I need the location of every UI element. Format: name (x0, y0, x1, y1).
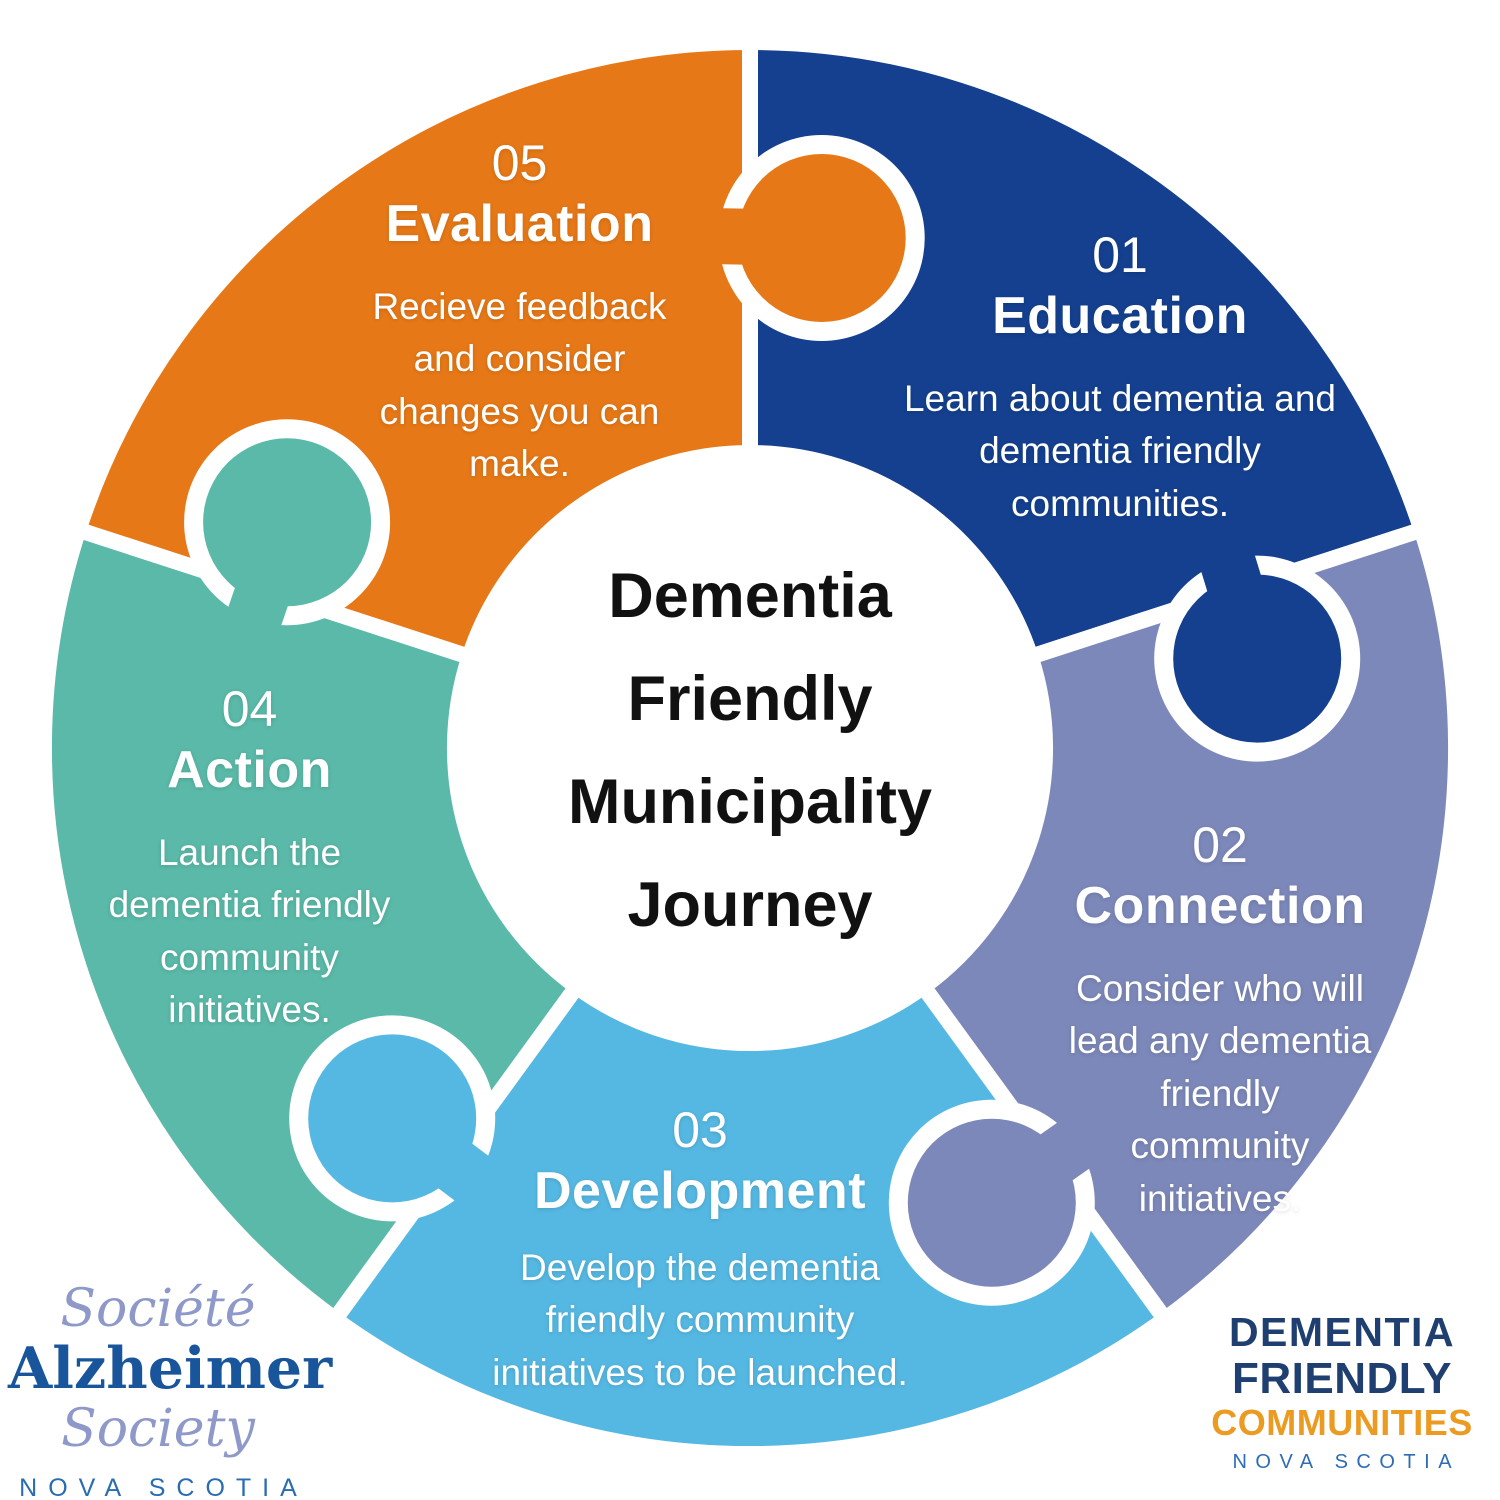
diagram-title-line-4: Journey (627, 870, 873, 940)
center-circle (449, 447, 1051, 1049)
segment-title-connection: Connection (1074, 877, 1366, 935)
segment-description-evaluation: Recieve feedback and consider changes yo… (372, 285, 667, 485)
knob-connection (907, 1118, 1076, 1287)
logo-dementia-text: DEMENTIA (1228, 1309, 1456, 1355)
segment-label-evaluation: 05 Evaluation Recieve feedback and consi… (322, 136, 717, 491)
logo-nova-scotia-left-text: NOVA SCOTIA (19, 1474, 308, 1500)
knob-action (203, 438, 372, 607)
segment-title-action: Action (167, 741, 332, 799)
logo-alzheimer-text: Alzheimer (8, 1335, 333, 1403)
segment-number-education: 01 (1092, 227, 1148, 283)
segment-number-action: 04 (221, 681, 278, 737)
dementia-friendly-communities-logo: DEMENTIA FRIENDLY COMMUNITIES NOVA SCOTI… (1206, 1309, 1478, 1474)
logo-nova-scotia-right-text: NOVA SCOTIA (1232, 1451, 1461, 1474)
knob-education (1173, 574, 1342, 743)
segment-description-education: Learn about dementia and dementia friend… (903, 377, 1336, 524)
logo-communities-text: COMMUNITIES (1211, 1402, 1473, 1444)
logo-societe-text: Société (60, 1279, 256, 1339)
segment-label-action: 04 Action Launch the dementia friendly c… (62, 682, 437, 1037)
segment-description-connection: Consider who will lead any dementia frie… (1068, 967, 1372, 1219)
segment-label-development: 03 Development Develop the dementia frie… (465, 1103, 935, 1399)
segment-title-evaluation: Evaluation (385, 195, 654, 253)
diagram-title-line-2: Friendly (627, 664, 873, 734)
segment-number-development: 03 (672, 1102, 728, 1158)
segment-title-education: Education (992, 287, 1248, 345)
logo-friendly-text: FRIENDLY (1232, 1353, 1452, 1403)
diagram-title-line-1: Dementia (608, 561, 892, 631)
segment-label-education: 01 Education Learn about dementia and de… (885, 228, 1355, 530)
segment-description-development: Develop the dementia friendly community … (492, 1246, 908, 1393)
segment-title-development: Development (533, 1162, 867, 1220)
segment-number-evaluation: 05 (491, 135, 548, 191)
segment-label-connection: 02 Connection Consider who will lead any… (1020, 818, 1420, 1225)
diagram-title-line-3: Municipality (567, 767, 933, 837)
logo-society-text: Society (61, 1398, 255, 1459)
knob-evaluation (737, 154, 906, 322)
knob-development (308, 1034, 477, 1203)
segment-number-connection: 02 (1192, 817, 1248, 873)
segment-description-action: Launch the dementia friendly community i… (108, 831, 391, 1031)
alzheimer-society-logo: Société Alzheimer Society NOVA SCOTIA (8, 1279, 333, 1500)
diagram-title: Dementia Friendly Municipality Journey (470, 545, 1030, 957)
